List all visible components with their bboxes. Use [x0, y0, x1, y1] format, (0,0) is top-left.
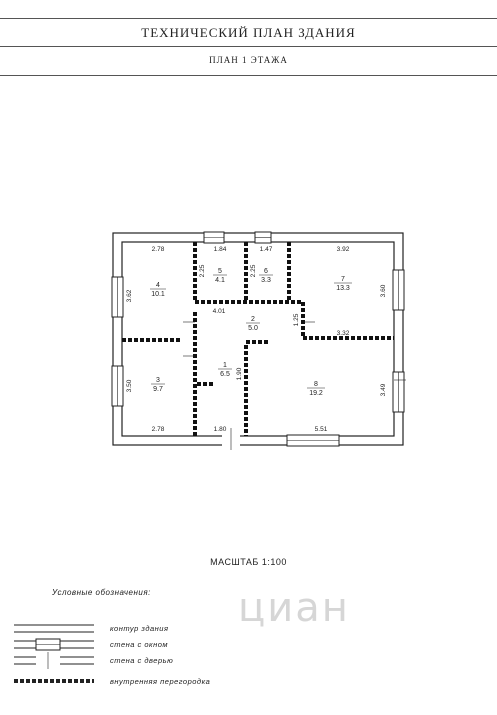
watermark-logo: циан	[238, 585, 350, 631]
dim-room6-width: 1.47	[260, 246, 273, 253]
scale-label: МАСШТАБ 1:100	[210, 557, 287, 567]
dim-room3-depth: 3.50	[126, 379, 133, 392]
dim-room1-width: 1.80	[214, 426, 227, 433]
subtitle-rule	[0, 75, 497, 76]
room-1-number: 1	[223, 362, 227, 369]
room-4-area: 10.1	[151, 291, 165, 298]
dim-hall-offset: 1.25	[293, 313, 300, 326]
dim-room4-depth: 3.62	[126, 289, 133, 302]
dim-room8-depth: 3.49	[380, 383, 387, 396]
room-5-area: 4.1	[215, 277, 225, 284]
room-6-area: 3.3	[261, 277, 271, 284]
dim-room7-width: 3.92	[337, 246, 350, 253]
top-rule	[0, 18, 497, 19]
legend-building-outline: контур здания	[110, 624, 169, 633]
dim-room4-width: 2.78	[152, 246, 165, 253]
legend-wall-door: стена с дверью	[110, 656, 174, 665]
legend-wall-window: стена с окном	[110, 640, 169, 649]
room-1-area: 6.5	[220, 371, 230, 378]
dim-room5-width: 1.84	[214, 246, 227, 253]
legend-title: Условные обозначения:	[52, 588, 151, 597]
room-8-area: 19.2	[309, 390, 323, 397]
dim-room3-width: 2.78	[152, 426, 165, 433]
room-7-number: 7	[341, 276, 345, 283]
room-4-number: 4	[156, 282, 160, 289]
dim-room5-depth: 2.25	[199, 264, 206, 277]
room-5-number: 5	[218, 268, 222, 275]
dim-room7-depth: 3.60	[380, 284, 387, 297]
room-3-number: 3	[156, 377, 160, 384]
dim-room6-depth: 2.25	[250, 264, 257, 277]
legend-symbols	[14, 624, 94, 683]
document-title: ТЕХНИЧЕСКИЙ ПЛАН ЗДАНИЯ	[141, 25, 356, 40]
dim-room1-depth: 1.90	[236, 367, 243, 380]
title-rule	[0, 46, 497, 47]
legend-partition: внутренняя перегородка	[110, 677, 211, 686]
room-8-number: 8	[314, 381, 318, 388]
dim-room8-upper: 3.32	[337, 330, 350, 337]
room-2-number: 2	[251, 316, 255, 323]
dim-room8-width: 5.51	[315, 426, 328, 433]
dim-hall-width: 4.01	[213, 308, 226, 315]
room-7-area: 13.3	[336, 285, 350, 292]
room-6-number: 6	[264, 268, 268, 275]
room-3-area: 9.7	[153, 386, 163, 393]
plan-subtitle: ПЛАН 1 ЭТАЖА	[209, 55, 288, 65]
internal-partitions	[122, 242, 394, 436]
room-2-area: 5.0	[248, 325, 258, 332]
